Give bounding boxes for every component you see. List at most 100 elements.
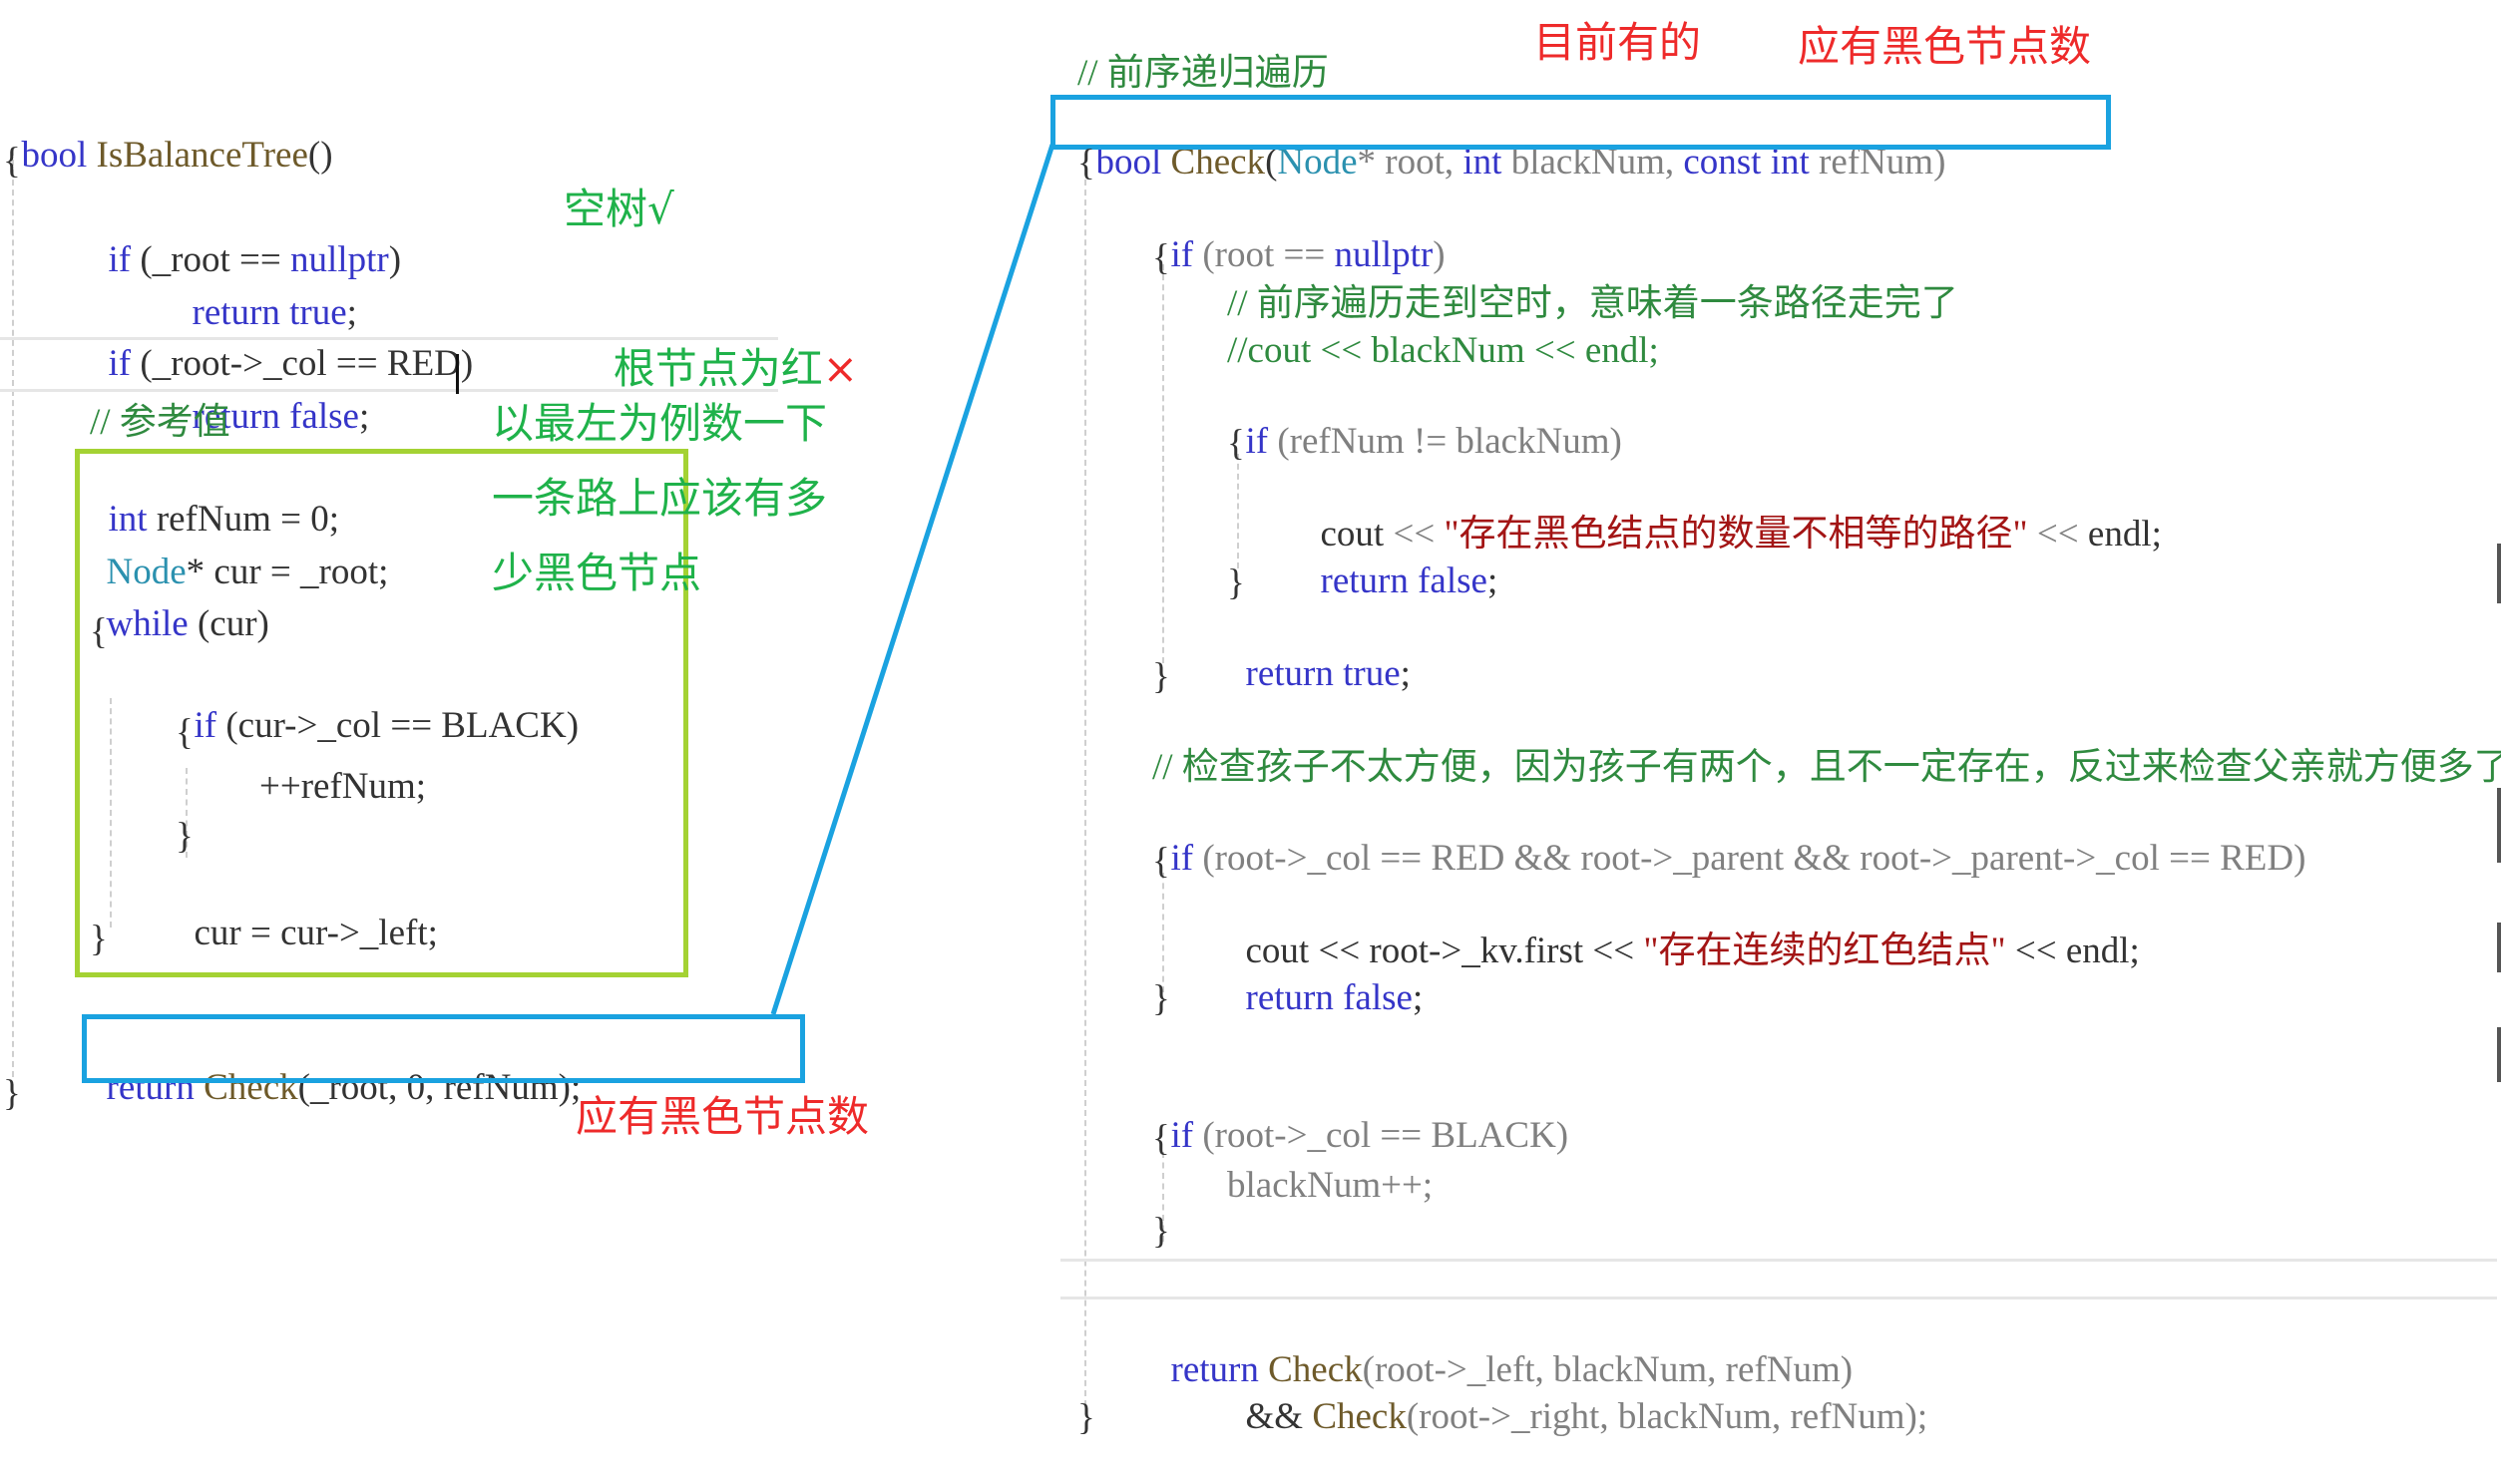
scrollbar-mark[interactable]: [2497, 788, 2501, 863]
indent-guide: [12, 150, 14, 1077]
code-text: ;: [1486, 560, 1498, 601]
indent-guide: [1162, 264, 1164, 663]
keyword: bool: [21, 135, 88, 176]
right-line: if (root == nullptr): [1152, 189, 1446, 277]
punct: (): [307, 135, 333, 176]
keyword: while: [106, 603, 189, 644]
left-line: if (cur->_col == BLACK): [176, 660, 580, 748]
right-comment: // 检查孩子不太方便，因为孩子有两个，且不一定存在，反过来检查父亲就方便多了: [1152, 747, 2501, 788]
code-text: (root->_left, blackNum, refNum): [1362, 1349, 1854, 1390]
right-line: return true;: [1227, 608, 1411, 696]
left-brace: }: [176, 816, 194, 857]
indent-guide: [186, 768, 188, 858]
variable: cur: [194, 913, 241, 953]
annotation-empty-tree: 空树√: [564, 185, 674, 233]
right-comment: //cout << blackNum << endl;: [1227, 330, 1659, 371]
keyword: nullptr: [290, 239, 389, 280]
code-text: (root->_col == RED && root->_parent && r…: [1193, 838, 2306, 879]
left-brace: {: [176, 712, 194, 753]
left-line: return false;: [174, 351, 370, 439]
current-line-highlight: [1060, 1259, 2497, 1262]
right-comment: // 前序遍历走到空时，意味着一条路径走完了: [1227, 283, 1958, 324]
scrollbar-mark[interactable]: [2497, 923, 2501, 972]
code-text: (root->_right, blackNum, refNum);: [1406, 1396, 1928, 1437]
check-signature-highlight-box: [1050, 95, 2111, 150]
code-text: ;: [346, 292, 357, 333]
code-text: * cur = _root;: [186, 552, 389, 592]
text-caret: [456, 354, 459, 394]
right-line: cout << root->_kv.first << "存在连续的红色结点" <…: [1227, 886, 2140, 973]
right-line: && Check(root->_right, blackNum, refNum)…: [1227, 1351, 1928, 1439]
code-text: endl;: [2078, 514, 2162, 555]
cross-icon: ×: [822, 344, 858, 393]
indent-guide: [1237, 454, 1239, 568]
right-line: blackNum++;: [1227, 1165, 1434, 1206]
annotation-should-black-left: 应有黑色节点数: [576, 1092, 870, 1141]
annotation-leftmost: 少黑色节点: [492, 549, 702, 597]
left-brace-close: }: [3, 1073, 21, 1114]
left-line: while (cur): [88, 558, 269, 646]
left-brace: {: [90, 611, 108, 652]
indent-guide: [110, 698, 112, 928]
code-text: cout: [1320, 514, 1394, 555]
type-name: Node: [106, 552, 187, 592]
keyword: return: [1170, 1349, 1259, 1390]
scrollbar-mark[interactable]: [2497, 1027, 2501, 1082]
operator: &&: [1245, 1396, 1313, 1437]
right-line: if (root->_col == RED && root->_parent &…: [1152, 793, 2306, 881]
right-brace: {: [1152, 1118, 1170, 1159]
right-line: return false;: [1227, 932, 1424, 1020]
code-text: (_root ==: [131, 239, 291, 280]
right-line: return Check(root->_left, blackNum, refN…: [1152, 1304, 1854, 1392]
return-check-highlight-box: [82, 1014, 805, 1083]
left-comment: // 参考值: [90, 402, 230, 443]
keyword: return: [1320, 560, 1409, 601]
right-brace: {: [1152, 841, 1170, 882]
operator: <<: [2036, 514, 2079, 555]
code-text: refNum = 0;: [147, 499, 340, 540]
code-text: ;: [358, 396, 370, 437]
code-text: ;: [1400, 653, 1411, 694]
right-line: if (root->_col == BLACK): [1152, 1070, 1569, 1158]
function-name: Check: [204, 1067, 298, 1108]
keyword: return: [1245, 653, 1334, 694]
right-line: return false;: [1302, 516, 1498, 603]
annotation-leftmost: 一条路上应该有多: [492, 474, 828, 523]
code-text: ): [1433, 234, 1446, 275]
current-line-highlight: [0, 389, 778, 392]
keyword: if: [1245, 421, 1269, 462]
code-text: (refNum != blackNum): [1268, 421, 1622, 462]
current-line-highlight: [0, 337, 778, 340]
left-brace-open: {: [3, 141, 21, 182]
function-name: IsBalanceTree: [96, 135, 308, 176]
keyword: return: [192, 292, 280, 333]
keyword: if: [108, 239, 132, 280]
code-text: << endl;: [2005, 930, 2140, 971]
keyword: false: [1343, 977, 1413, 1018]
code-text: ): [388, 239, 402, 280]
keyword: return: [106, 1067, 195, 1108]
keyword: if: [194, 705, 217, 746]
left-line: if (_root == nullptr): [90, 194, 402, 282]
annotation-root-red: 根节点为红×: [587, 294, 858, 394]
right-brace: }: [1227, 562, 1245, 603]
left-return-check: return Check(_root, 0, refNum);: [88, 1022, 582, 1110]
keyword: return: [1245, 977, 1334, 1018]
left-line: Node* cur = _root;: [88, 507, 389, 594]
annotation-text: 根节点为红: [613, 344, 823, 393]
current-line-highlight: [1060, 1297, 2497, 1299]
function-name: Check: [1312, 1396, 1407, 1437]
right-line: if (refNum != blackNum): [1227, 376, 1622, 464]
right-brace: {: [1152, 237, 1170, 278]
scrollbar-mark[interactable]: [2497, 544, 2501, 603]
keyword: false: [289, 396, 359, 437]
left-line: ++refNum;: [259, 766, 427, 807]
keyword: false: [1418, 560, 1487, 601]
indent-guide: [1084, 170, 1086, 1406]
code-text: cout << root->_kv.first <<: [1245, 930, 1644, 971]
right-brace: }: [1077, 1397, 1095, 1438]
keyword: if: [1170, 1115, 1194, 1156]
annotation-should-black-right: 应有黑色节点数: [1798, 22, 2092, 71]
left-line: cur = cur->_left;: [176, 868, 438, 955]
right-brace: {: [1077, 143, 1095, 184]
